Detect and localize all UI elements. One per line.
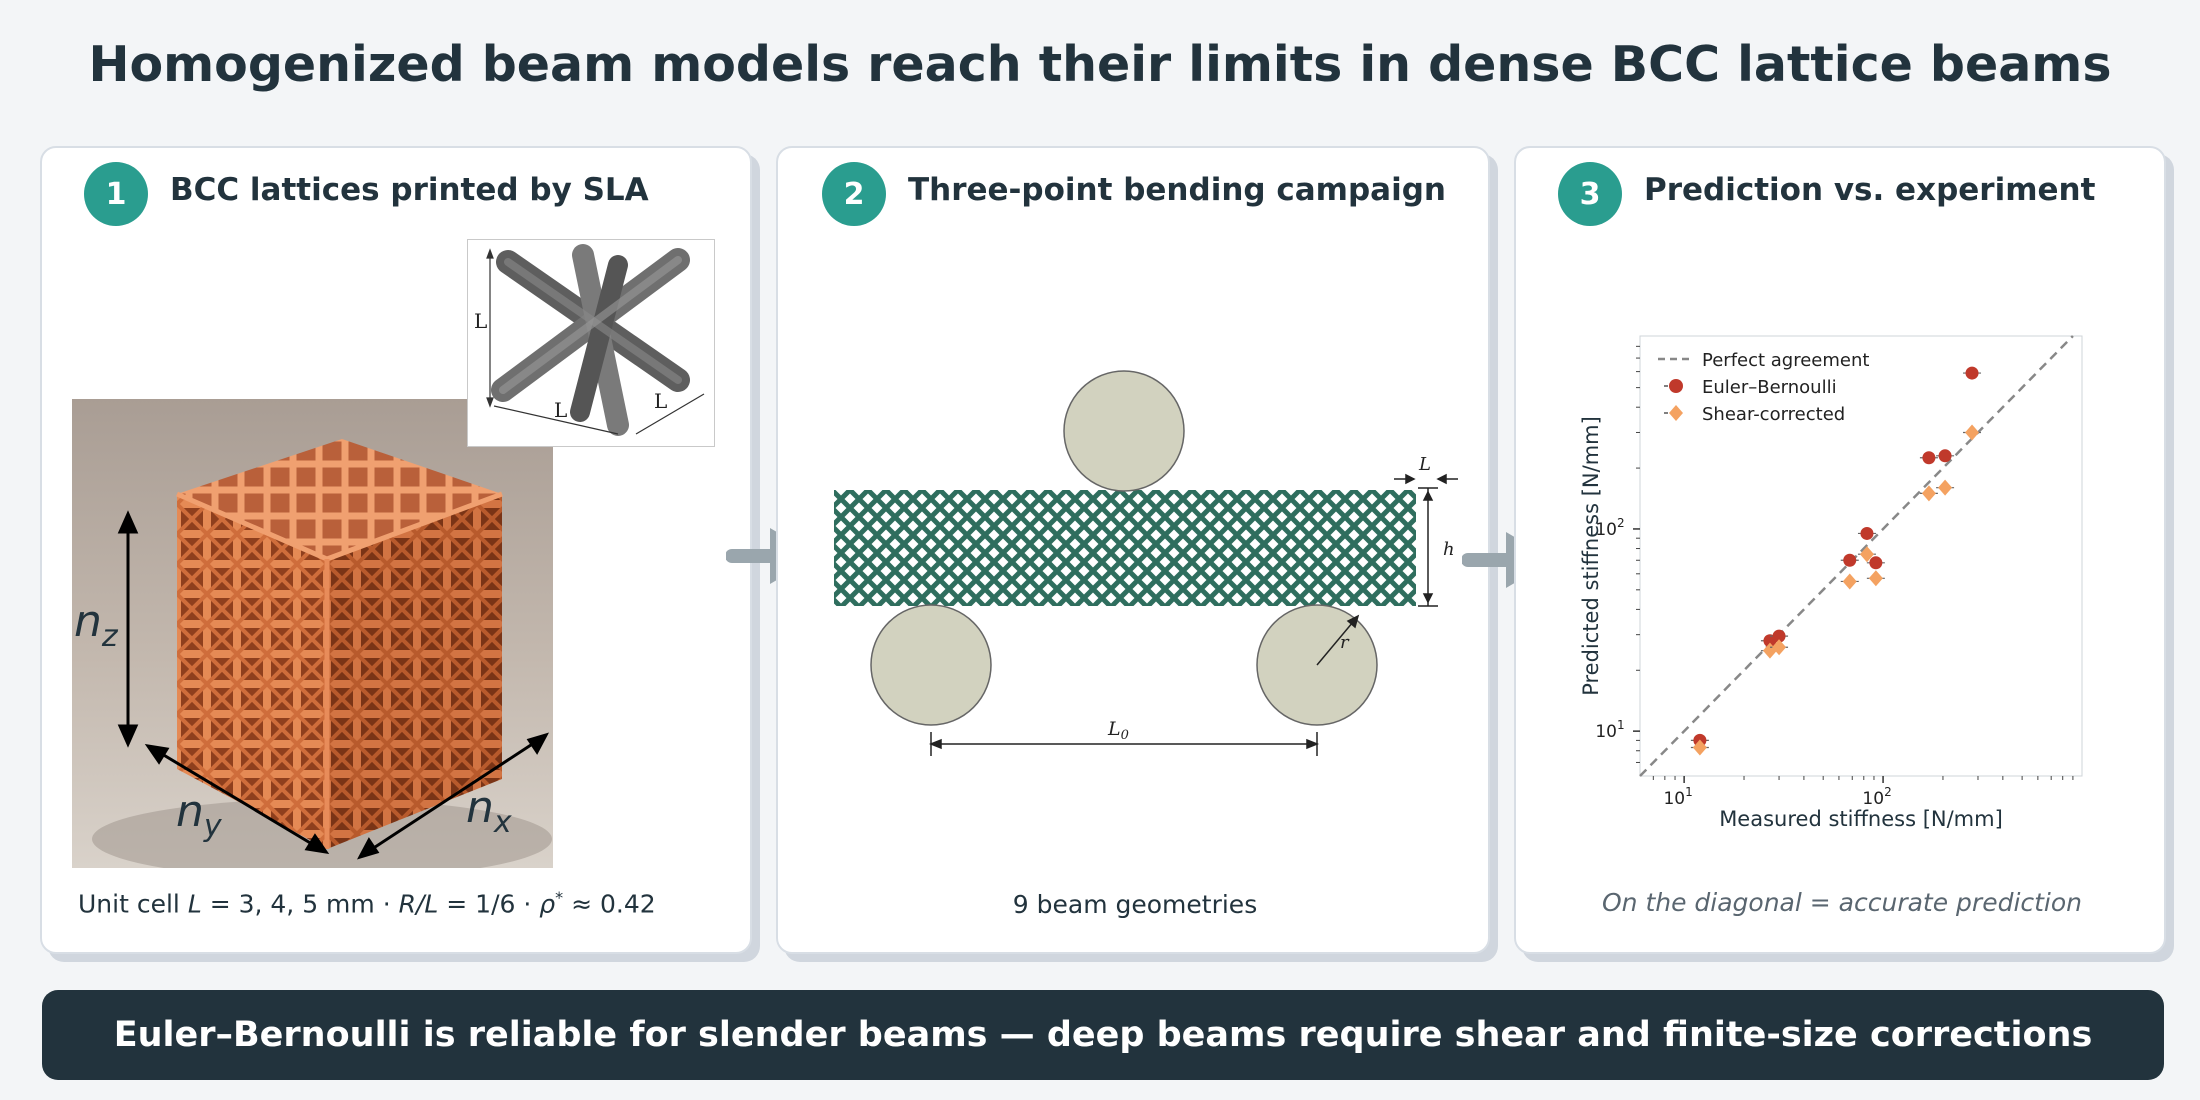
- loading-roller: [1063, 370, 1185, 492]
- x-axis-label: Measured stiffness [N/mm]: [1719, 807, 2003, 831]
- legend-label-perfect: Perfect agreement: [1702, 350, 1869, 371]
- legend-marker-shear: [1669, 405, 1683, 421]
- point-euler-5: [1869, 556, 1883, 570]
- y-tick-label-0: 101: [1595, 718, 1624, 742]
- y-axis-label: Predicted stiffness [N/mm]: [1579, 416, 1603, 696]
- panel-title-2: Three-point bending campaign: [908, 172, 1446, 208]
- perfect-agreement-line: [1639, 335, 2074, 777]
- plot-area: [1639, 335, 2083, 777]
- cube-right-face: [327, 494, 502, 849]
- x-tick-label-1: 102: [1862, 785, 1891, 809]
- point-shear-4: [1859, 546, 1874, 563]
- point-shear-2: [1772, 639, 1787, 656]
- label-ny: ny: [176, 786, 222, 844]
- conclusion-banner: Euler–Bernoulli is reliable for slender …: [42, 990, 2164, 1080]
- unit-cell-l-side: L: [654, 389, 667, 413]
- point-shear-7: [1938, 479, 1953, 496]
- label-nx: nx: [466, 782, 512, 840]
- support-roller-left: [870, 604, 992, 726]
- cell-size-label: L: [1418, 454, 1431, 475]
- legend-marker-euler: [1669, 379, 1683, 393]
- lattice-beam: [834, 490, 1416, 606]
- geometries-caption: 9 beam geometries: [1012, 890, 1258, 919]
- page-title: Homogenized beam models reach their limi…: [88, 36, 2112, 93]
- cube-front-face: [177, 494, 327, 849]
- point-shear-8: [1965, 424, 1980, 441]
- point-euler-8: [1965, 366, 1979, 380]
- chart-legend: Perfect agreement Euler–Bernoulli Shear-…: [1658, 350, 1869, 425]
- span-label: L0: [1107, 718, 1129, 743]
- legend-label-euler: Euler–Bernoulli: [1702, 377, 1837, 398]
- step-badge-3: 3: [1558, 162, 1622, 226]
- radius-label: r: [1340, 632, 1350, 653]
- unit-cell-inset: L L L: [467, 239, 715, 447]
- point-shear-1: [1762, 642, 1777, 659]
- step-badge-2: 2: [822, 162, 886, 226]
- x-tick-label-0: 101: [1663, 785, 1692, 809]
- point-euler-4: [1860, 526, 1874, 540]
- step-badge-1: 1: [84, 162, 148, 226]
- legend-label-shear: Shear-corrected: [1702, 404, 1845, 425]
- point-euler-3: [1843, 553, 1857, 567]
- point-euler-7: [1938, 449, 1952, 463]
- bending-setup-diagram: r h L L0: [834, 370, 1458, 756]
- point-shear-3: [1842, 573, 1857, 590]
- height-label: h: [1443, 539, 1455, 560]
- unit-cell-l-vertical: L: [474, 309, 487, 333]
- lattice-cube-photo: [72, 399, 553, 868]
- diagonal-caption: On the diagonal = accurate prediction: [1601, 888, 2083, 917]
- panel-title-3: Prediction vs. experiment: [1644, 172, 2096, 208]
- point-shear-5: [1868, 570, 1883, 587]
- point-shear-6: [1921, 485, 1936, 502]
- panel-title-1: BCC lattices printed by SLA: [170, 172, 649, 208]
- unit-cell-caption: Unit cell L = 3, 4, 5 mm · R/L = 1/6 · ρ…: [78, 888, 656, 919]
- panel-bending-campaign: 2 Three-point bending campaign: [776, 146, 1490, 954]
- label-nz: nz: [74, 596, 118, 654]
- point-euler-2: [1772, 629, 1786, 643]
- point-euler-6: [1922, 451, 1936, 465]
- point-shear-0: [1692, 739, 1707, 756]
- panel-bcc-lattices: 1 BCC lattices printed by SLA: [40, 146, 752, 954]
- unit-cell-l-bottom: L: [554, 398, 567, 422]
